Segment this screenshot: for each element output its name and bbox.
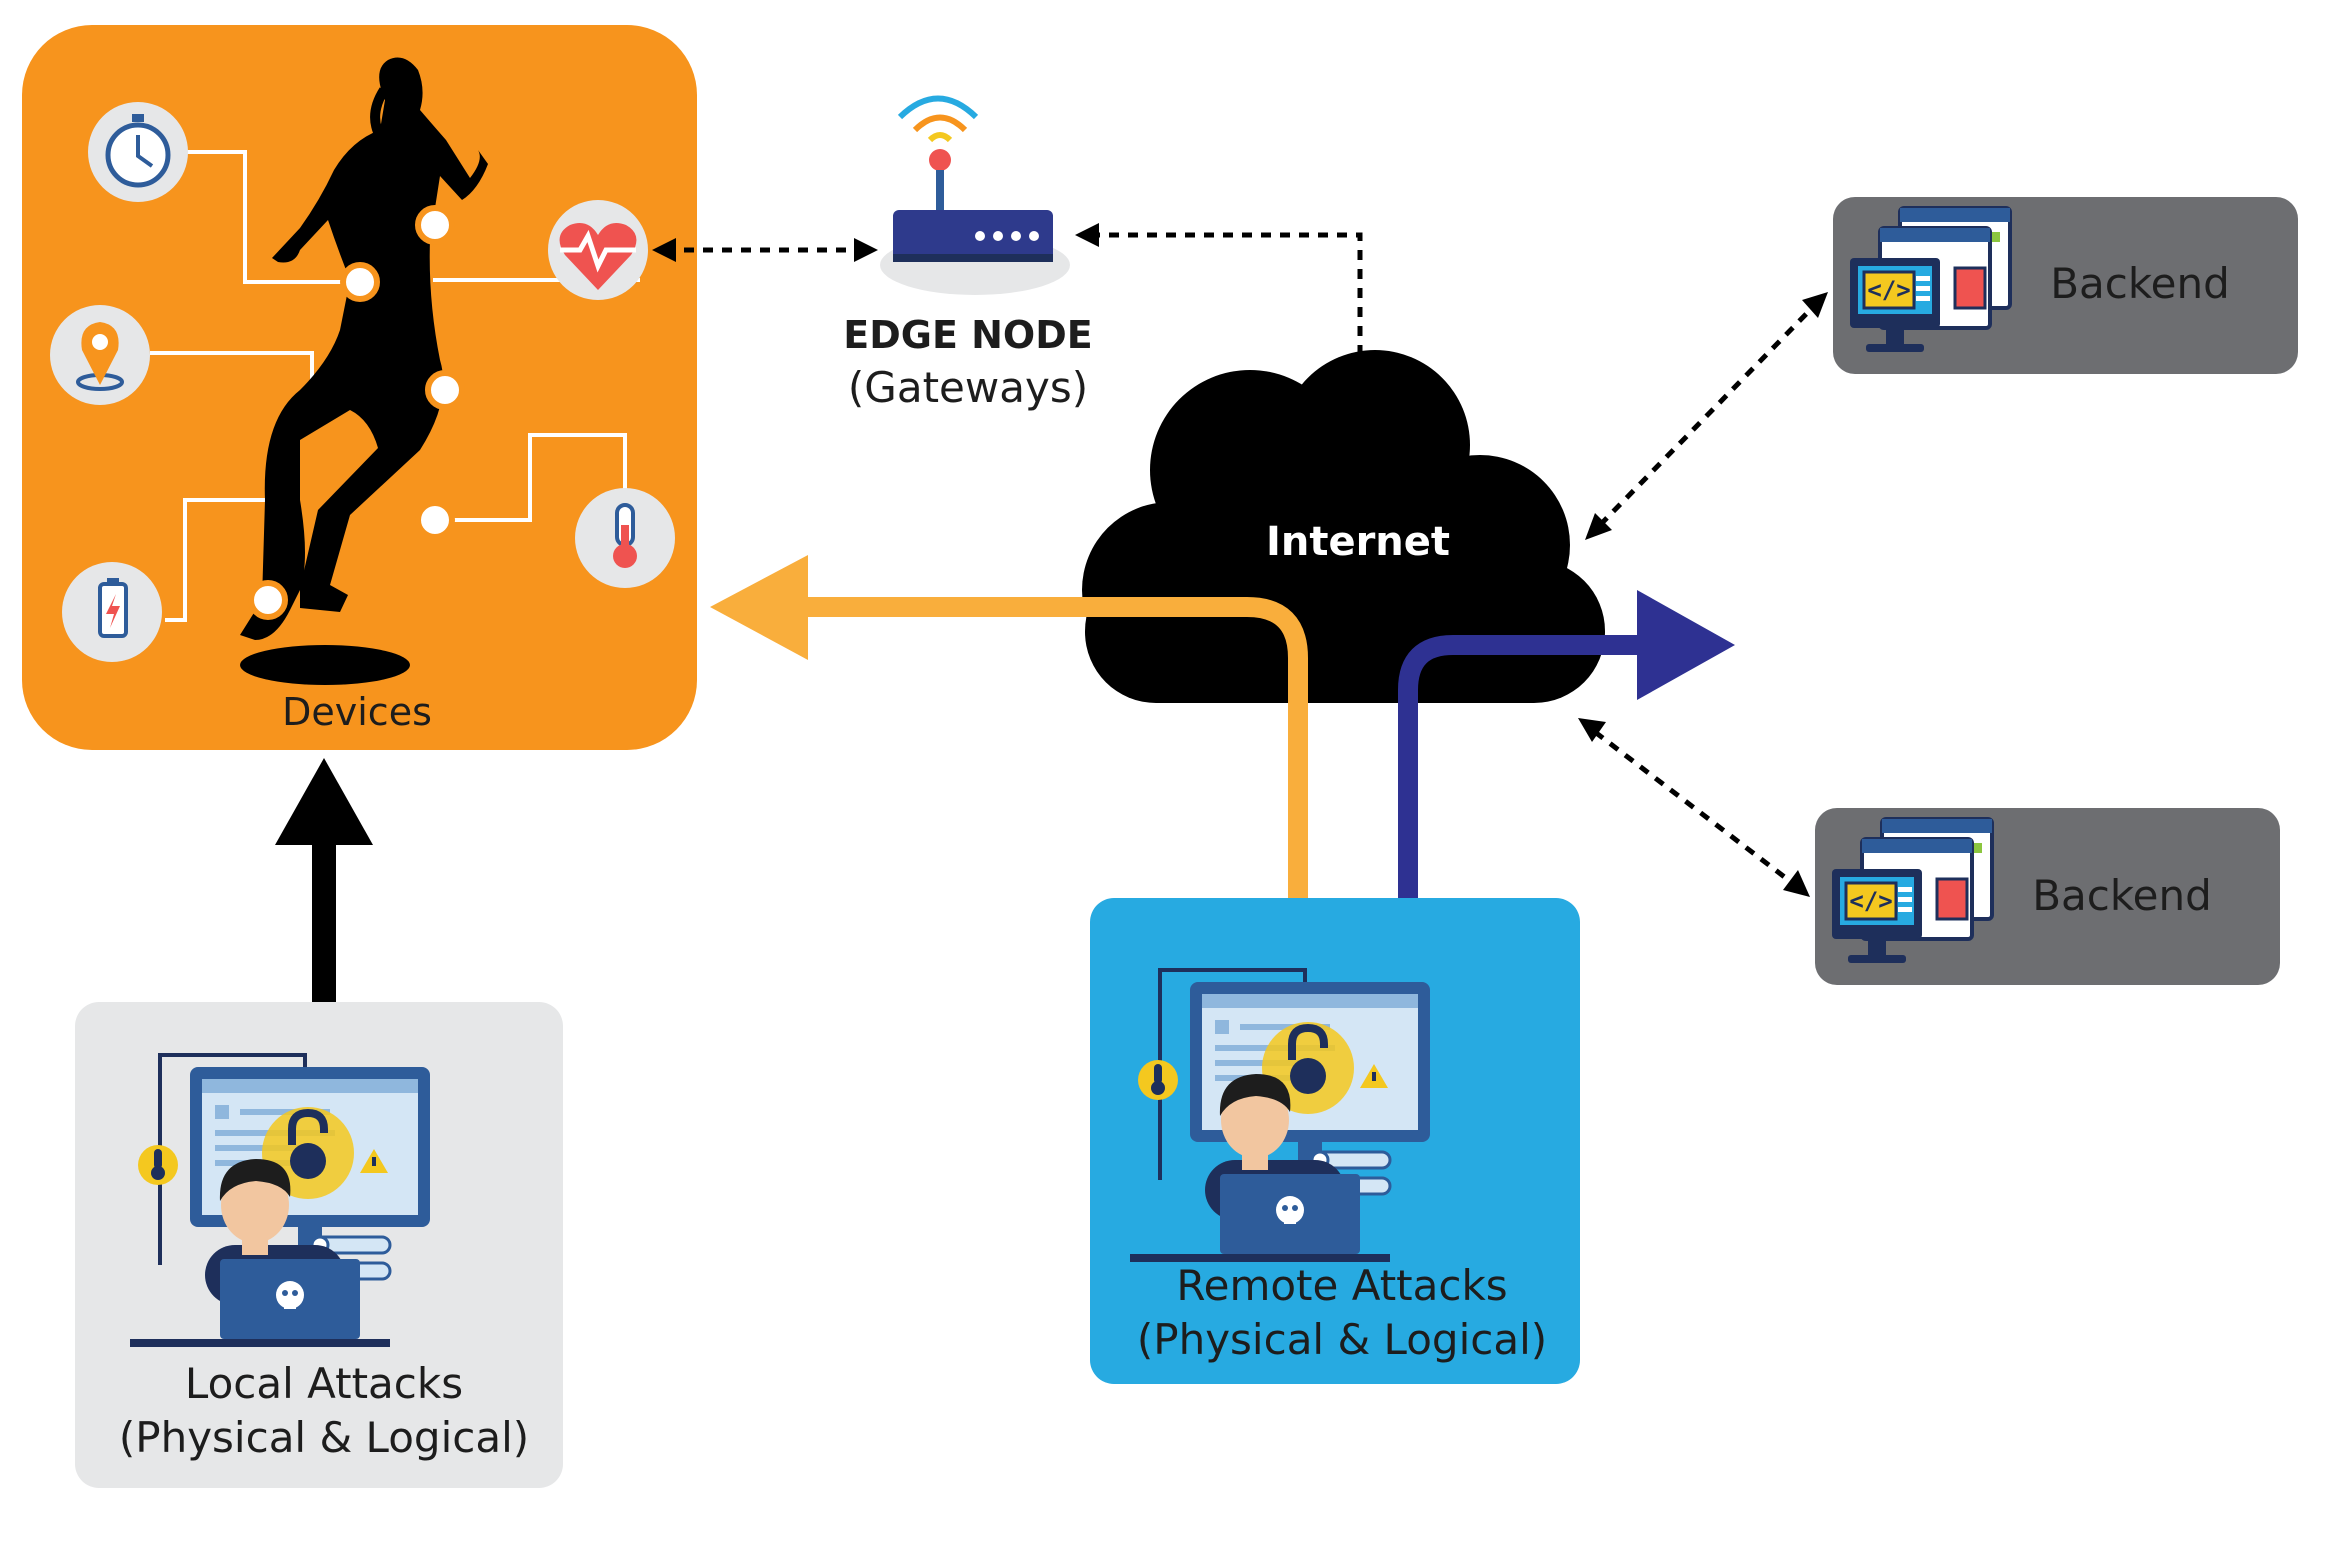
dotted-connectors — [665, 232, 1817, 887]
devices-panel: Devices — [22, 25, 697, 750]
edge-node: EDGE NODE (Gateways) — [843, 95, 1093, 412]
local-to-devices-arrowhead — [275, 758, 373, 845]
router-icon — [880, 95, 1070, 295]
local-attacks-title: Local Attacks — [185, 1359, 463, 1408]
internet-backend1-link — [1598, 303, 1817, 527]
runner-silhouette-icon — [240, 57, 488, 685]
clock-icon — [88, 102, 188, 202]
local-attacks-subtitle: (Physical & Logical) — [119, 1413, 529, 1462]
blue-attack-path — [1398, 635, 1648, 902]
location-pin-icon — [50, 305, 150, 405]
edge-node-subtitle: (Gateways) — [848, 363, 1088, 412]
backend-top: Backend — [1833, 197, 2298, 374]
orange-arrowhead — [710, 555, 808, 660]
backend-label: Backend — [2032, 871, 2212, 920]
devices-label: Devices — [282, 690, 432, 734]
cloud-icon — [1082, 350, 1605, 703]
local-attacks-panel: Local Attacks (Physical & Logical) — [75, 1002, 563, 1488]
edge-node-title: EDGE NODE — [843, 313, 1093, 357]
dotted-arrowheads — [652, 223, 1828, 897]
internet-label: Internet — [1266, 519, 1450, 565]
remote-attacks-panel: Remote Attacks (Physical & Logical) — [1090, 898, 1580, 1384]
backend-bottom: Backend — [1815, 808, 2280, 985]
battery-icon — [62, 562, 162, 662]
local-to-devices-shaft — [312, 840, 336, 1002]
orange-attack-path — [800, 597, 1308, 902]
internet-backend2-link — [1593, 730, 1797, 887]
edge-internet-link — [1090, 232, 1363, 378]
heart-rate-icon — [548, 200, 648, 300]
remote-attacks-title: Remote Attacks — [1176, 1261, 1507, 1310]
backend-label: Backend — [2050, 259, 2230, 308]
joint-markers — [248, 205, 465, 620]
thermometer-icon — [575, 488, 675, 588]
remote-attacks-subtitle: (Physical & Logical) — [1137, 1315, 1547, 1364]
blue-arrowhead — [1637, 590, 1735, 700]
